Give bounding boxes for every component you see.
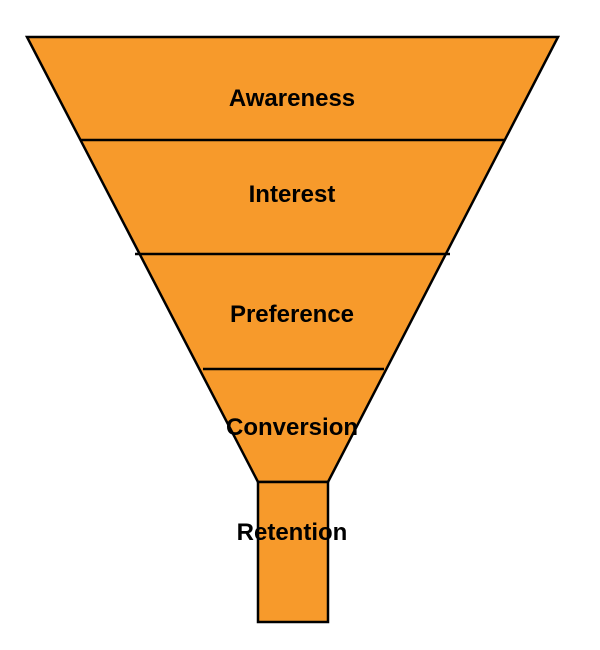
stage-label-preference: Preference xyxy=(230,301,354,328)
stage-label-awareness: Awareness xyxy=(229,85,355,112)
funnel-stem xyxy=(256,480,330,624)
stage-label-retention: Retention xyxy=(237,519,348,546)
stage-label-interest: Interest xyxy=(249,181,336,208)
stage-label-conversion: Conversion xyxy=(226,414,358,441)
